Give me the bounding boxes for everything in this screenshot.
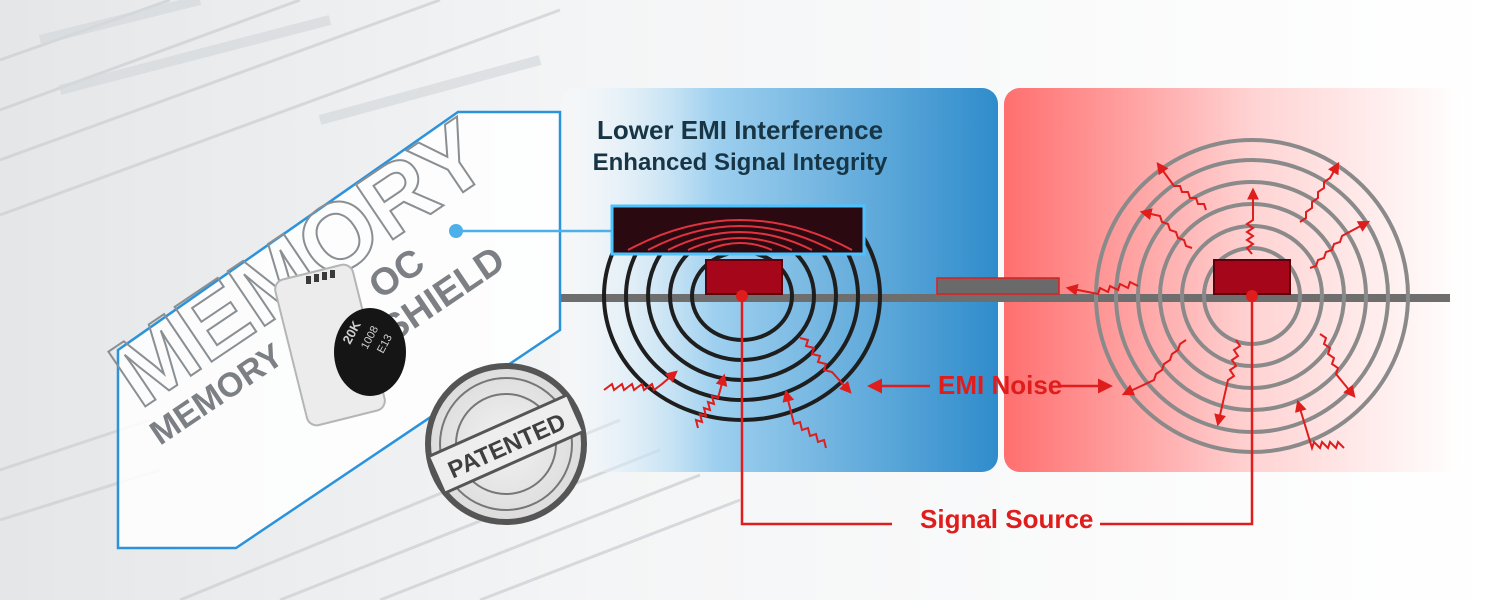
shielded-signal-source-chip-icon <box>705 259 783 295</box>
signal-connector-left <box>740 300 892 526</box>
inductor-icon <box>334 308 406 396</box>
headline-line2: Enhanced Signal Integrity <box>592 149 888 176</box>
unshielded-signal-source-chip-icon <box>1213 259 1291 295</box>
unshielded-signal-dot <box>1246 290 1258 302</box>
trace-segment <box>936 277 1060 295</box>
emi-noise-label: EMI Noise <box>938 370 1063 400</box>
patented-stamp-icon: PATENTED <box>425 363 587 525</box>
shielded-noise-arrows <box>603 337 852 449</box>
headline: Lower EMI Interference Enhanced Signal I… <box>560 114 920 180</box>
shielded-signal-dot <box>736 290 748 302</box>
component-pins <box>306 270 335 284</box>
oc-shield-plate <box>610 204 866 256</box>
signal-source-label: Signal Source <box>920 504 1094 534</box>
pcb-trace <box>560 294 1450 302</box>
heatsink-fins <box>38 0 542 125</box>
headline-line1: Lower EMI Interference <box>596 115 884 145</box>
unshielded-noise-arrows <box>1065 161 1371 452</box>
signal-connector-right <box>1100 300 1254 526</box>
